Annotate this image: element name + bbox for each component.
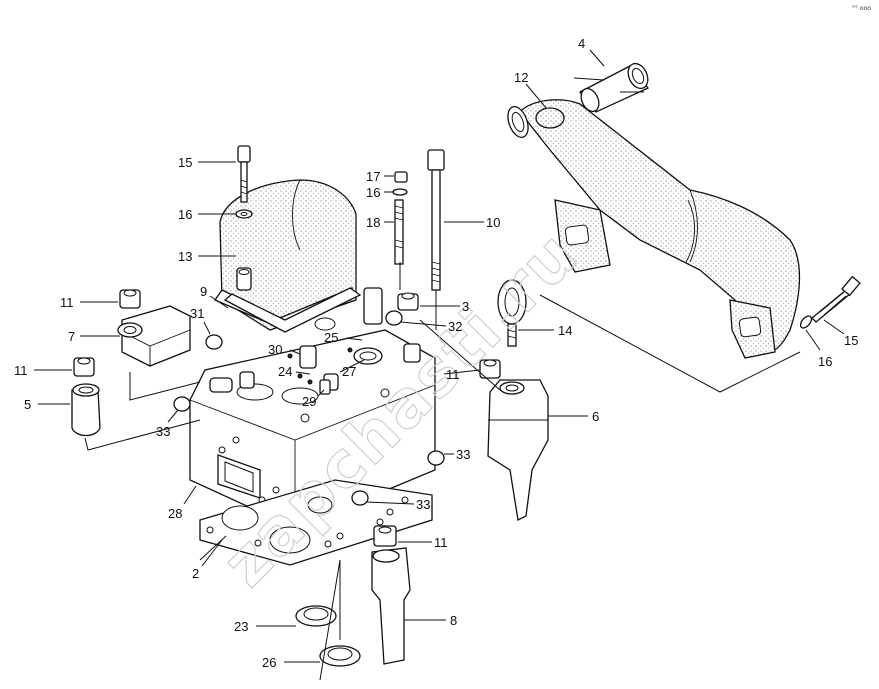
sleeve — [363, 287, 383, 325]
assembly-lines — [84, 262, 801, 681]
bolt-right — [799, 275, 861, 329]
eye-bolt — [497, 279, 527, 347]
callout-8: 8 — [450, 613, 457, 628]
bracket-6 — [487, 379, 549, 521]
nut-11-left — [119, 289, 141, 309]
callout-16b: 16 — [366, 185, 380, 200]
cover-bolt — [235, 145, 253, 291]
stud-assembly — [392, 171, 408, 265]
callout-12: 12 — [514, 70, 528, 85]
callout-13: 13 — [178, 249, 192, 264]
sleeve-5 — [71, 383, 101, 437]
callout-32: 32 — [448, 319, 462, 334]
callout-26: 26 — [262, 655, 276, 670]
callout-11a: 11 — [60, 295, 74, 310]
callout-2: 2 — [192, 566, 199, 581]
cylinder-head — [189, 317, 436, 529]
washer-33a — [173, 396, 191, 412]
callout-11d: 11 — [434, 535, 448, 550]
callout-15a: 15 — [178, 155, 192, 170]
callout-23: 23 — [234, 619, 248, 634]
callout-11c: 11 — [446, 367, 460, 382]
long-bolt — [427, 149, 445, 291]
callout-16a: 16 — [178, 207, 192, 222]
callout-4: 4 — [578, 36, 585, 51]
nut-11-lower — [373, 525, 397, 547]
callout-33a: 33 — [156, 424, 170, 439]
callout-7: 7 — [68, 329, 75, 344]
nut-11-right — [479, 359, 501, 379]
seal-23 — [295, 605, 337, 627]
callout-25: 25 — [324, 330, 338, 345]
callout-31: 31 — [190, 306, 204, 321]
seal-26 — [319, 645, 361, 667]
washer-32 — [385, 310, 403, 326]
callouts: 15 16 13 9 11 7 31 11 5 33 28 2 23 26 17… — [14, 36, 858, 670]
callout-15b: 15 — [844, 333, 858, 348]
nut-11-small — [73, 357, 95, 377]
exhaust-manifold — [507, 99, 801, 359]
part-29 — [319, 379, 331, 395]
washer-31 — [205, 334, 223, 350]
callout-11b: 11 — [14, 363, 28, 378]
callout-33c: 33 — [416, 497, 430, 512]
callout-17: 17 — [366, 169, 380, 184]
nut-3 — [397, 292, 419, 311]
callout-6: 6 — [592, 409, 599, 424]
callout-9: 9 — [200, 284, 207, 299]
callout-5: 5 — [24, 397, 31, 412]
callout-3: 3 — [462, 299, 469, 314]
callout-18: 18 — [366, 215, 380, 230]
washer-33b — [427, 450, 445, 466]
callout-10: 10 — [486, 215, 500, 230]
pipe-fitting — [573, 62, 650, 113]
callout-28: 28 — [168, 506, 182, 521]
callout-16c: 16 — [818, 354, 832, 369]
bracket-8 — [371, 547, 411, 665]
callout-29: 29 — [302, 394, 316, 409]
callout-24: 24 — [278, 364, 292, 379]
head-gasket — [199, 479, 433, 566]
washer-33c — [351, 490, 369, 506]
callout-27: 27 — [342, 364, 356, 379]
callout-33b: 33 — [456, 447, 470, 462]
cover-gasket — [223, 287, 362, 333]
corner-mark: °° ooo — [852, 5, 871, 12]
callout-30: 30 — [268, 342, 282, 357]
callout-14: 14 — [558, 323, 572, 338]
bracket-7 — [117, 305, 191, 367]
